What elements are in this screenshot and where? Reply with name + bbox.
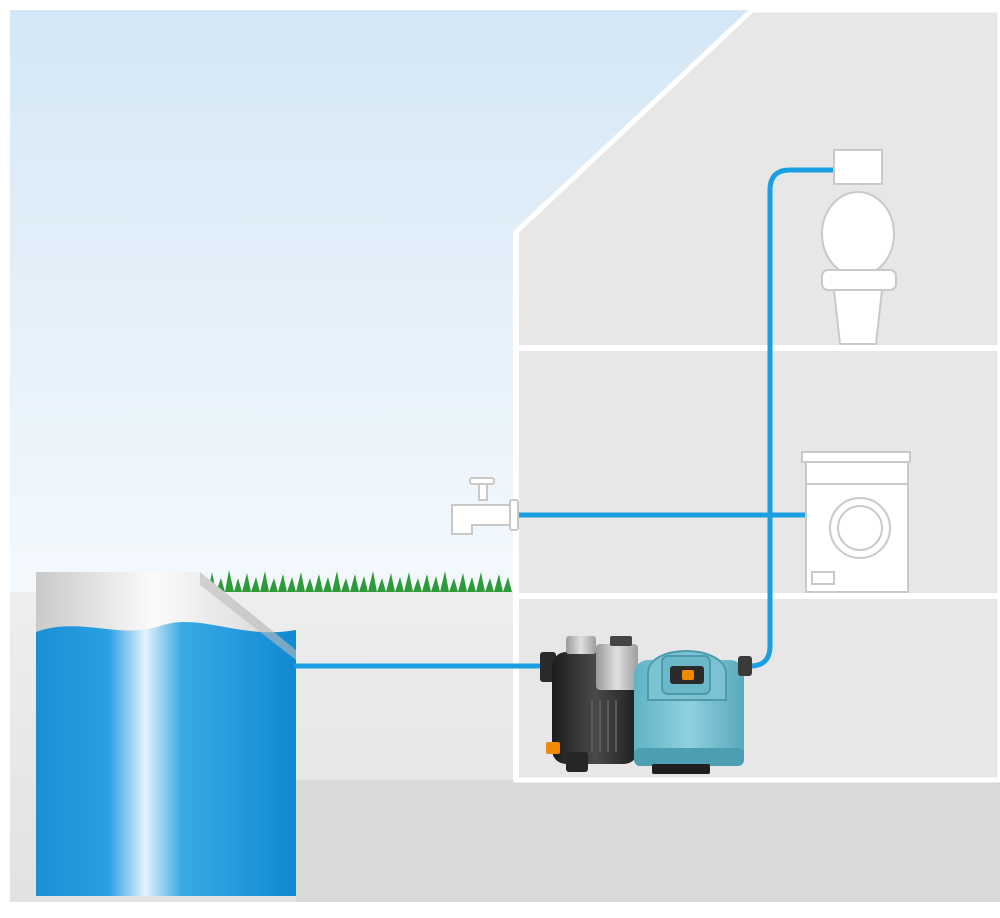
tap-icon bbox=[451, 477, 519, 535]
water-tank-icon bbox=[36, 572, 296, 896]
washing-machine-icon bbox=[801, 451, 911, 593]
toilet-icon bbox=[821, 149, 897, 345]
riser-pipe bbox=[747, 167, 837, 669]
grass-icon bbox=[200, 570, 512, 592]
basement-floor-ground bbox=[296, 780, 1000, 902]
pipes bbox=[293, 167, 837, 669]
garden-pump-icon bbox=[540, 636, 752, 774]
